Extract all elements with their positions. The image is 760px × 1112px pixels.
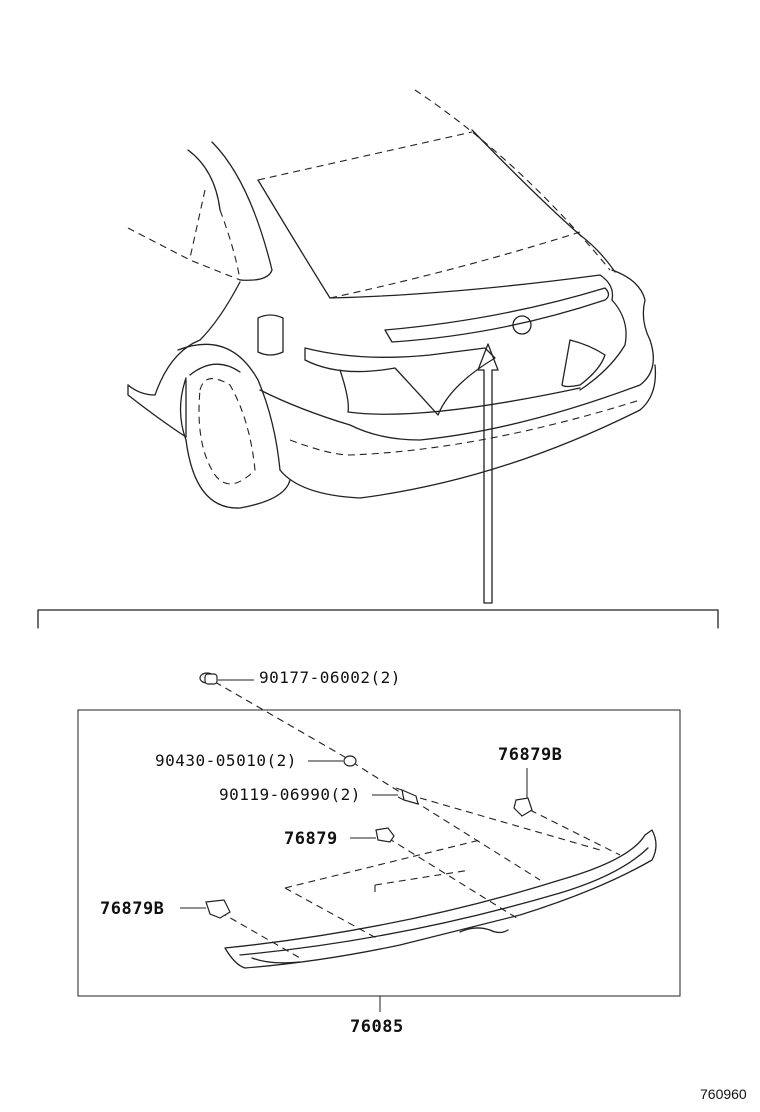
right-taillight	[561, 339, 606, 388]
assembly-box	[77, 709, 681, 997]
part-label-clip-center: 76879	[284, 829, 338, 849]
trunk-lower-line	[339, 369, 581, 415]
spoiler-part	[224, 829, 657, 969]
screw-line	[419, 797, 601, 851]
clip-b-left-part	[180, 899, 231, 919]
clip-b-right-line	[529, 809, 621, 856]
nut-line	[351, 761, 541, 881]
part-label-screw: 90119-06990(2)	[219, 785, 361, 804]
left-taillight	[304, 347, 496, 416]
wheel-rim	[198, 378, 256, 485]
mount-line-3	[374, 869, 471, 886]
rear-quarter-panel	[127, 281, 241, 396]
emblem	[512, 315, 532, 335]
roof-edge-line	[414, 89, 611, 271]
bumper-top	[259, 339, 654, 441]
part-label-clip-a: 90177-06002(2)	[259, 668, 401, 687]
body-right-edge	[611, 269, 651, 341]
part-label-nut: 90430-05010(2)	[155, 751, 297, 770]
rear-glass-bottom	[329, 231, 581, 299]
spoiler-notch	[459, 927, 509, 934]
clip-b-left-line	[219, 911, 301, 959]
bumper-detail-line	[289, 399, 641, 456]
part-label-clip-b-left: 76879B	[100, 899, 165, 919]
c-pillar-outer	[211, 141, 273, 281]
fasteners	[180, 672, 533, 919]
tire-bottom	[185, 439, 291, 509]
clip-b-right-part	[513, 768, 533, 817]
fuel-door	[257, 314, 284, 356]
clip-a-line	[214, 681, 351, 761]
mount-line-2	[284, 887, 381, 941]
trunk-right-side	[579, 299, 627, 391]
window-frame	[187, 149, 221, 211]
wheel-arch	[177, 343, 281, 471]
spoiler-outline	[224, 829, 657, 969]
nut-part	[308, 755, 357, 767]
c-pillar-inner	[257, 179, 331, 299]
bumper-bottom	[279, 364, 657, 499]
tire-side	[179, 377, 187, 441]
illustration-number: 760960	[700, 1086, 747, 1102]
clip-center-line	[387, 837, 521, 921]
spoiler-inner-ridge	[239, 847, 649, 956]
arrow-shape	[477, 343, 499, 604]
clip-a-part	[199, 672, 254, 685]
screw-part	[372, 787, 419, 805]
side-window-divider	[189, 189, 206, 259]
car-rear-illustration	[127, 89, 657, 509]
side-sill	[127, 384, 187, 438]
window-frame-dash	[219, 209, 241, 281]
assembly-lines	[214, 681, 621, 959]
bracket-line	[37, 609, 719, 629]
part-label-clip-b-right: 76879B	[498, 745, 563, 765]
spoiler-end	[251, 957, 301, 964]
car-spoiler-outline	[384, 287, 610, 343]
trunk-corner	[579, 234, 616, 273]
clip-center-part	[350, 827, 395, 843]
trunk-lid-edge	[329, 274, 614, 301]
location-arrow	[477, 343, 499, 604]
rear-glass-edge	[471, 129, 581, 236]
rear-glass-top	[257, 131, 473, 181]
detail-bracket	[37, 609, 719, 629]
mount-line-1	[284, 839, 481, 889]
side-window-line	[127, 227, 241, 281]
wheel-arch-inner	[189, 363, 241, 376]
part-label-spoiler: 76085	[350, 1017, 404, 1037]
